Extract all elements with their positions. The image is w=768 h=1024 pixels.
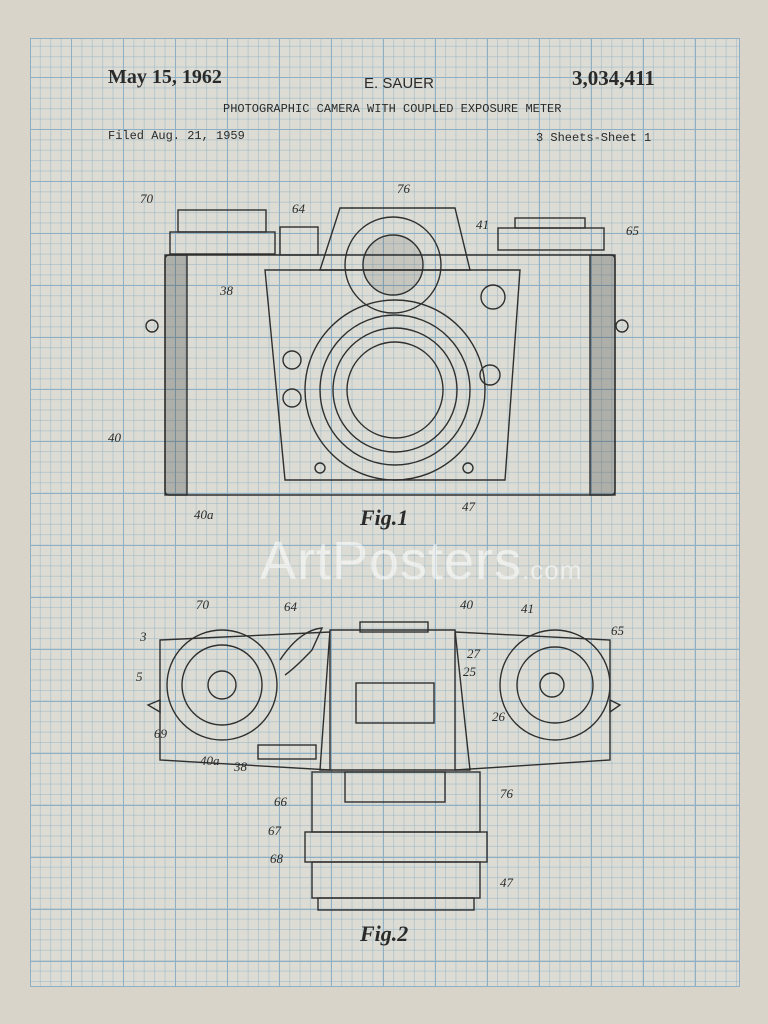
ref-label: 5 <box>136 669 143 684</box>
ref-label: 76 <box>500 786 513 801</box>
figure-2-caption: Fig.2 <box>360 921 409 946</box>
ref-label: 26 <box>492 709 505 724</box>
graph-paper-sheet <box>30 38 740 987</box>
figure-2-top-view <box>146 621 622 911</box>
ref-label: 38 <box>220 283 233 298</box>
ref-label: 27 <box>467 646 480 661</box>
ref-label: 66 <box>274 794 287 809</box>
ref-label: 40a <box>194 507 214 522</box>
ref-label: 70 <box>140 191 153 206</box>
ref-label: 70 <box>196 597 209 612</box>
ref-label: 65 <box>611 623 624 638</box>
filed-date: Filed Aug. 21, 1959 <box>108 129 245 143</box>
patent-date: May 15, 1962 <box>108 66 222 88</box>
ref-label: 41 <box>521 601 534 616</box>
figure-1-caption: Fig.1 <box>360 505 409 530</box>
ref-label: 40 <box>460 597 473 612</box>
ref-label: 65 <box>626 223 639 238</box>
ref-label: 3 <box>140 629 147 644</box>
inventor-name: E. SAUER <box>364 75 435 92</box>
patent-number: 3,034,411 <box>572 66 655 90</box>
ref-label: 67 <box>268 823 281 838</box>
watermark: ArtPosters.com <box>260 534 583 596</box>
ref-label: 64 <box>284 599 297 614</box>
ref-label: 47 <box>462 499 475 514</box>
watermark-brand: ArtPosters <box>260 531 523 591</box>
ref-label: 69 <box>154 726 167 741</box>
ref-label: 40 <box>108 430 121 445</box>
ref-label: 25 <box>463 664 476 679</box>
figure-1-front-view <box>145 207 629 496</box>
ref-label: 47 <box>500 875 513 890</box>
ref-label: 38 <box>234 759 247 774</box>
sheet-count: 3 Sheets-Sheet 1 <box>536 131 652 145</box>
watermark-suffix: .com <box>522 555 583 585</box>
ref-label: 68 <box>270 851 283 866</box>
ref-label: 41 <box>476 217 489 232</box>
ref-label: 40a <box>200 753 220 768</box>
ref-label: 64 <box>292 201 305 216</box>
patent-title: PHOTOGRAPHIC CAMERA WITH COUPLED EXPOSUR… <box>223 102 562 116</box>
ref-label: 76 <box>397 181 410 196</box>
